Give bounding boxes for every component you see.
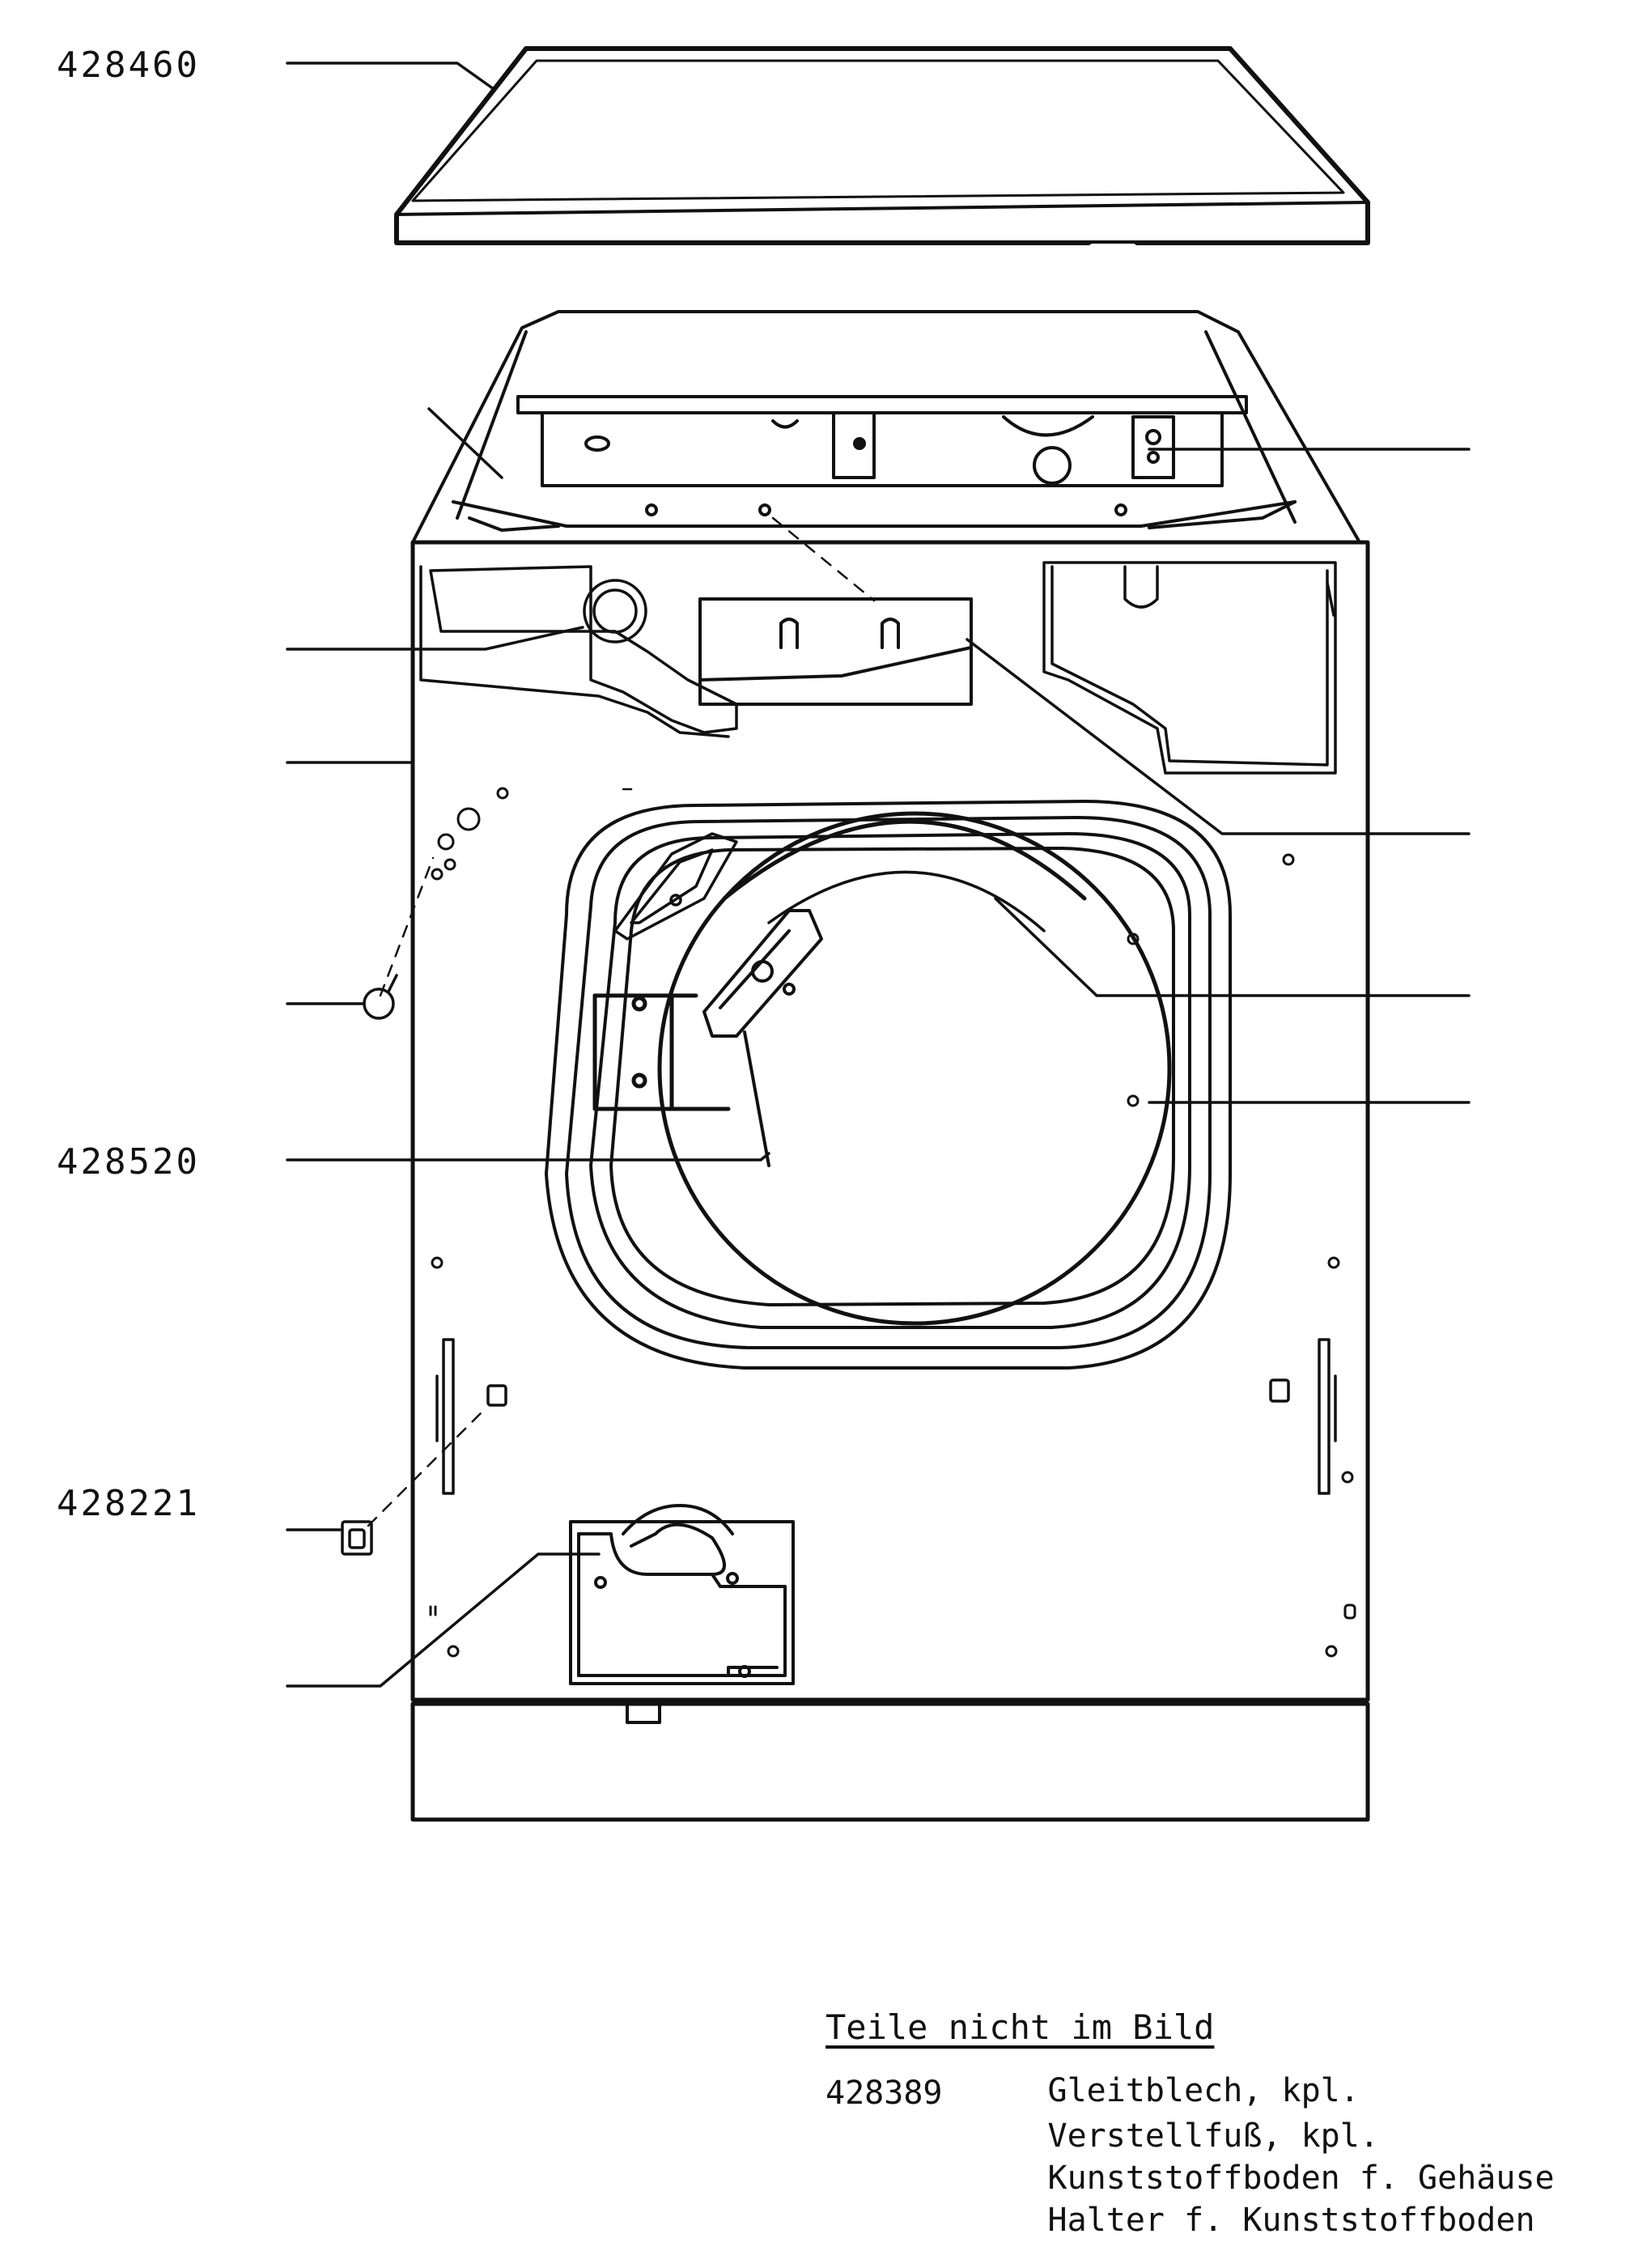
drum-baffle [702,909,823,1167]
legend-part-number: 428389 [826,2075,943,2112]
left-door-pocket [613,832,738,941]
label-small-bracket: 428221 [57,1483,200,1524]
assembly-dash-lines [367,516,876,1527]
legend-items: Gleitblech, kpl. Verstellfuß, kpl. Kunst… [1048,2075,1555,2241]
legend-item: Halter f. Kunststoffboden [1047,2202,1535,2239]
label-top-cover: 428460 [57,45,200,86]
right-reservoir-panel [1042,561,1337,775]
parts-not-shown-legend: Teile nicht im Bild 428389 Gleitblech, k… [826,2007,1555,2241]
front-panel [410,540,1370,1822]
legend-item: Verstellfuß, kpl. [1047,2117,1379,2155]
label-drum-baffle: 428520 [57,1141,200,1183]
legend-row: 428389 Gleitblech, kpl. Verstellfuß, kpl… [826,2075,1555,2241]
side-rails [435,1338,1337,1495]
side-knob [363,974,398,1020]
legend-item: Gleitblech, kpl. [1047,2072,1360,2109]
legend-item: Kunststoffboden f. Gehäuse [1047,2160,1555,2197]
drum-opening [592,811,1172,1326]
top-cover-panel [394,46,1370,252]
upper-frame [411,310,1361,544]
leader-lines [286,62,1471,1688]
center-hood-panel [698,597,973,706]
front-panel-holes [429,787,1356,1658]
small-bracket [341,1520,373,1556]
detergent-inlet-panel [419,565,738,738]
bottom-service-panel [569,1504,795,1685]
legend-heading: Teile nicht im Bild [826,2007,1215,2047]
